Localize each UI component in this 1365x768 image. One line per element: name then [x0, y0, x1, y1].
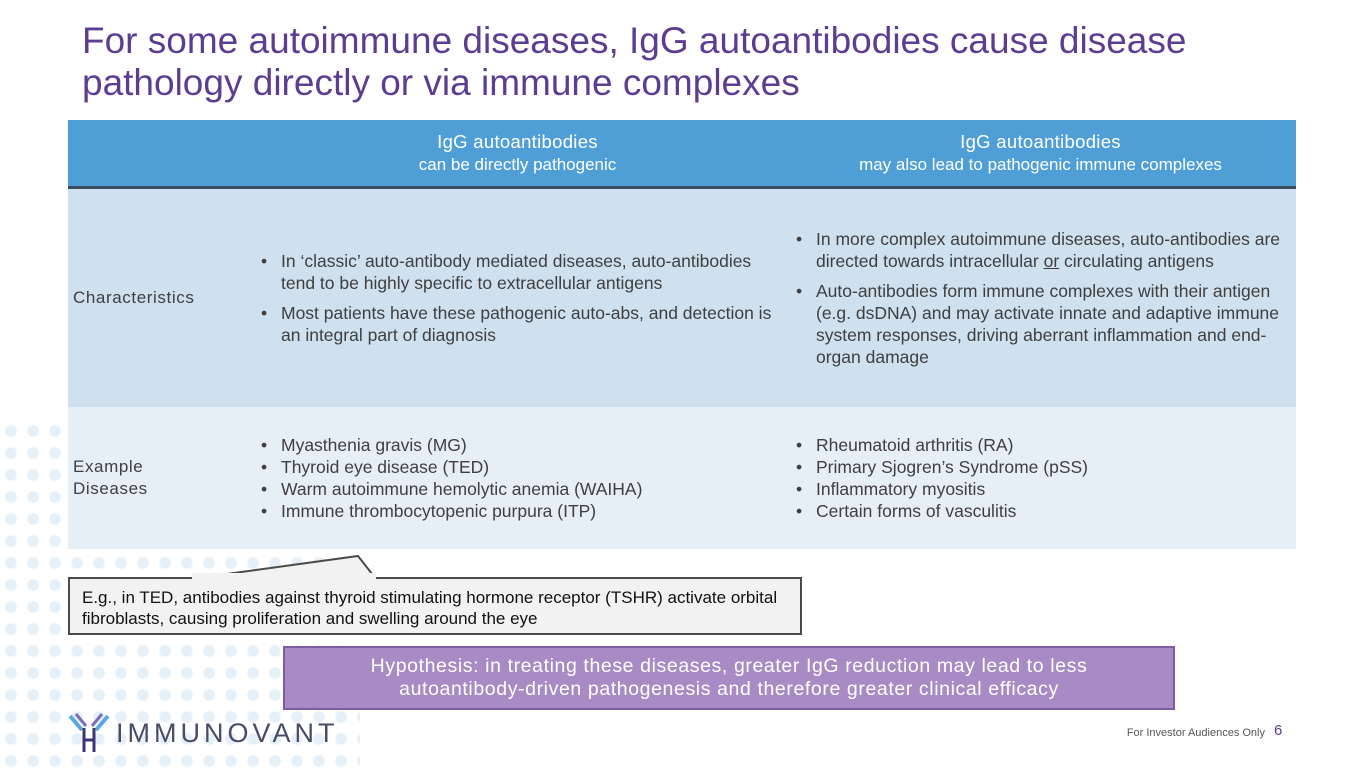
row-label: Characteristics [68, 187, 250, 407]
table-row: Characteristics In ‘classic’ auto-antibo… [68, 187, 1296, 407]
bullet-item: Primary Sjogren’s Syndrome (pSS) [793, 456, 1288, 478]
cell: Rheumatoid arthritis (RA) Primary Sjogre… [785, 407, 1296, 549]
row-label: Example Diseases [68, 407, 250, 549]
bullet-item: Auto-antibodies form immune complexes wi… [793, 280, 1288, 368]
cell: In ‘classic’ auto-antibody mediated dise… [250, 187, 785, 407]
header-title: IgG autoantibodies [437, 130, 598, 152]
bullet-item: In more complex autoimmune diseases, aut… [793, 228, 1288, 272]
bullet-item: Certain forms of vasculitis [793, 500, 1288, 522]
company-logo: IMMUNOVANT [68, 712, 339, 754]
bullet-item: Warm autoimmune hemolytic anemia (WAIHA) [258, 478, 777, 500]
bullet-item: In ‘classic’ auto-antibody mediated dise… [258, 250, 777, 294]
bullet-item: Immune thrombocytopenic purpura (ITP) [258, 500, 777, 522]
bullet-item: Myasthenia gravis (MG) [258, 434, 777, 456]
hypothesis-box: Hypothesis: in treating these diseases, … [283, 646, 1175, 710]
header-title: IgG autoantibodies [960, 130, 1121, 152]
bullet-item: Rheumatoid arthritis (RA) [793, 434, 1288, 456]
bullet-item: Inflammatory myositis [793, 478, 1288, 500]
logo-text: IMMUNOVANT [116, 717, 339, 748]
bullet-item: Most patients have these pathogenic auto… [258, 302, 777, 346]
callout-box: E.g., in TED, antibodies against thyroid… [68, 577, 802, 635]
bullet-item: Thyroid eye disease (TED) [258, 456, 777, 478]
cell: In more complex autoimmune diseases, aut… [785, 187, 1296, 407]
cell: Myasthenia gravis (MG) Thyroid eye disea… [250, 407, 785, 549]
page-number: 6 [1274, 722, 1283, 739]
footer-note: For Investor Audiences Only [1126, 727, 1265, 739]
text: circulating antigens [1059, 250, 1214, 271]
header-subtitle: can be directly pathogenic [418, 154, 617, 174]
slide-title: For some autoimmune diseases, IgG autoan… [82, 20, 1187, 103]
antibody-logo-icon [68, 713, 110, 752]
header-empty [68, 120, 250, 189]
header-subtitle: may also lead to pathogenic immune compl… [859, 154, 1222, 174]
callout-pointer-mask [192, 573, 376, 579]
hypothesis-line: autoantibody-driven pathogenesis and the… [399, 678, 1059, 700]
row-label-text: Example Diseases [73, 457, 148, 498]
hypothesis-line: Hypothesis: in treating these diseases, … [370, 655, 1088, 677]
text: In more complex autoimmune diseases, aut… [816, 228, 1280, 271]
underlined-text: or [1043, 250, 1060, 271]
table-row: Example Diseases Myasthenia gravis (MG) … [68, 407, 1296, 549]
